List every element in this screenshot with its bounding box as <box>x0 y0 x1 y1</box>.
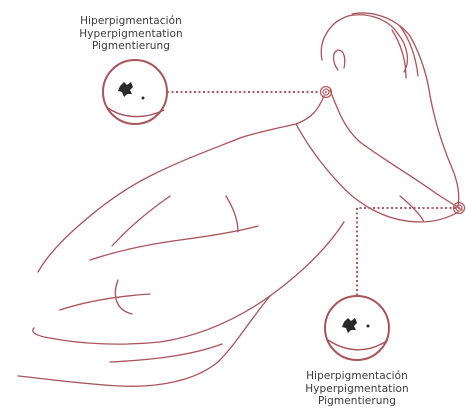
body-outline <box>18 13 462 386</box>
callout-label-top: Hiperpigmentación Hyperpigmentation Pigm… <box>56 15 206 53</box>
upper-arm <box>38 138 240 272</box>
magnifier-bottom <box>325 296 389 360</box>
hair-strand <box>400 26 418 76</box>
callout-top-line-1: Hiperpigmentación <box>56 15 206 28</box>
callout-top-line-3: Pigmentierung <box>56 40 206 53</box>
leader-lines <box>167 92 456 296</box>
arm-inner <box>112 196 170 246</box>
torso-side <box>296 124 458 222</box>
breast-curve <box>400 196 424 222</box>
leg-line <box>110 344 222 362</box>
thigh-line <box>60 294 150 310</box>
callout-bottom-line-3: Pigmentierung <box>282 395 432 408</box>
hip <box>33 328 160 344</box>
shoulder-line <box>240 96 324 138</box>
callout-bottom-line-2: Hyperpigmentation <box>282 383 432 396</box>
pigment-dot-top-icon <box>142 97 145 100</box>
ear-outline <box>334 50 345 70</box>
magnifier-top-ring <box>103 60 167 124</box>
callout-bottom-line-1: Hiperpigmentación <box>282 370 432 383</box>
neck-line <box>330 90 360 142</box>
hair-strand-2 <box>392 30 406 78</box>
callout-top-line-2: Hyperpigmentation <box>56 28 206 41</box>
target-marker-top <box>321 87 332 98</box>
back-contour <box>360 142 462 210</box>
callout-label-bottom: Hiperpigmentación Hyperpigmentation Pigm… <box>282 370 432 408</box>
waist <box>160 222 344 342</box>
elbow-line <box>226 196 238 232</box>
magnifier-top <box>103 60 167 124</box>
hair-flow <box>352 13 459 206</box>
lower-body <box>18 296 270 386</box>
pigment-dot-bottom-icon <box>367 325 370 328</box>
